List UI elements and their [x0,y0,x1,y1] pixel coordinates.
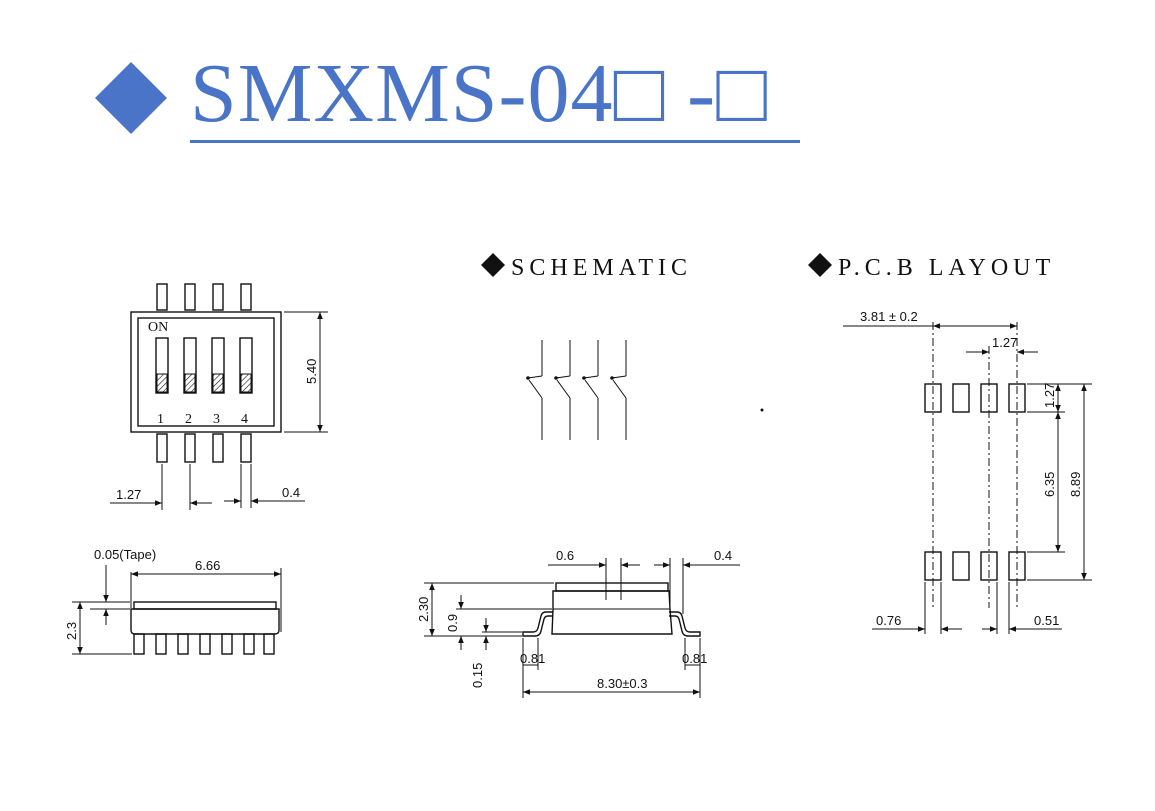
dim-side-height: 2.3 [64,622,79,640]
on-label: ON [148,320,168,335]
front-view-actuator [555,582,669,592]
dim-front-foot-right: 0.81 [682,651,707,666]
dim-lead-width: 0.4 [714,548,732,563]
dim-tape: 0.05(Tape) [94,547,156,562]
dim-pcb-pitch: 1.27 [992,335,1017,350]
switch-number-3: 3 [213,412,220,427]
dim-front-foot-left: 0.81 [520,651,545,666]
dim-body-height: 5.40 [304,359,319,384]
front-view-right-lead [669,611,701,637]
schematic-heading: SCHEMATIC [511,255,692,281]
side-view: 6.66 0.05(Tape) 2.3 [64,547,282,655]
pcb-layout-section: P.C.B LAYOUT 3.81 ± 0.2 1.27 [808,253,1092,634]
title-underline [190,140,800,143]
side-view-tape [133,601,277,610]
schematic-section: SCHEMATIC [481,253,764,440]
dim-front-total-height: 2.30 [416,597,431,622]
top-view-lower-pins [156,433,252,463]
switch-number-2: 2 [185,412,192,427]
switch-number-4: 4 [241,412,248,427]
dim-pcb-pad-length: 1.27 [1042,383,1057,408]
dim-front-body: 0.9 [445,614,460,632]
switch-body-inner [137,317,275,427]
pcb-diamond-icon [808,253,832,277]
front-view: 0.6 0.4 2.30 0.9 0.15 0.81 0.81 8.30±0.3 [416,548,740,698]
dim-pcb-inner: 6.35 [1042,472,1057,497]
pcb-heading: P.C.B LAYOUT [838,255,1055,281]
dim-front-overall: 8.30±0.3 [597,676,648,691]
side-view-pins [133,633,275,655]
title-diamond-icon [95,62,167,134]
side-view-body [130,608,280,635]
dim-pin-width: 0.4 [282,485,300,500]
dim-actuator: 0.6 [556,548,574,563]
dim-pcb-outer: 8.89 [1068,472,1083,497]
switch-body-outer [130,311,282,433]
schematic-diamond-icon [481,253,505,277]
top-view-upper-pins [156,283,252,311]
dim-front-standoff: 0.15 [470,663,485,688]
pcb-upper-pads [924,383,1026,413]
pcb-lower-pads [924,551,1026,581]
schematic-switches [526,340,627,440]
dim-pcb-span: 3.81 ± 0.2 [860,309,918,324]
front-view-body [551,590,673,635]
switch-number-1: 1 [157,412,164,427]
top-view: ON 1 2 3 4 5.40 1.27 0.4 [110,283,328,510]
stray-dot [760,408,764,412]
switch-slots [155,337,253,394]
dim-pitch: 1.27 [116,487,141,502]
dim-pcb-gap: 0.51 [1034,613,1059,628]
page-title: SMXMS-04□ -□ [190,47,768,140]
dim-pcb-pad-width: 0.76 [876,613,901,628]
front-view-left-lead [522,611,553,637]
dim-side-length: 6.66 [195,558,220,573]
